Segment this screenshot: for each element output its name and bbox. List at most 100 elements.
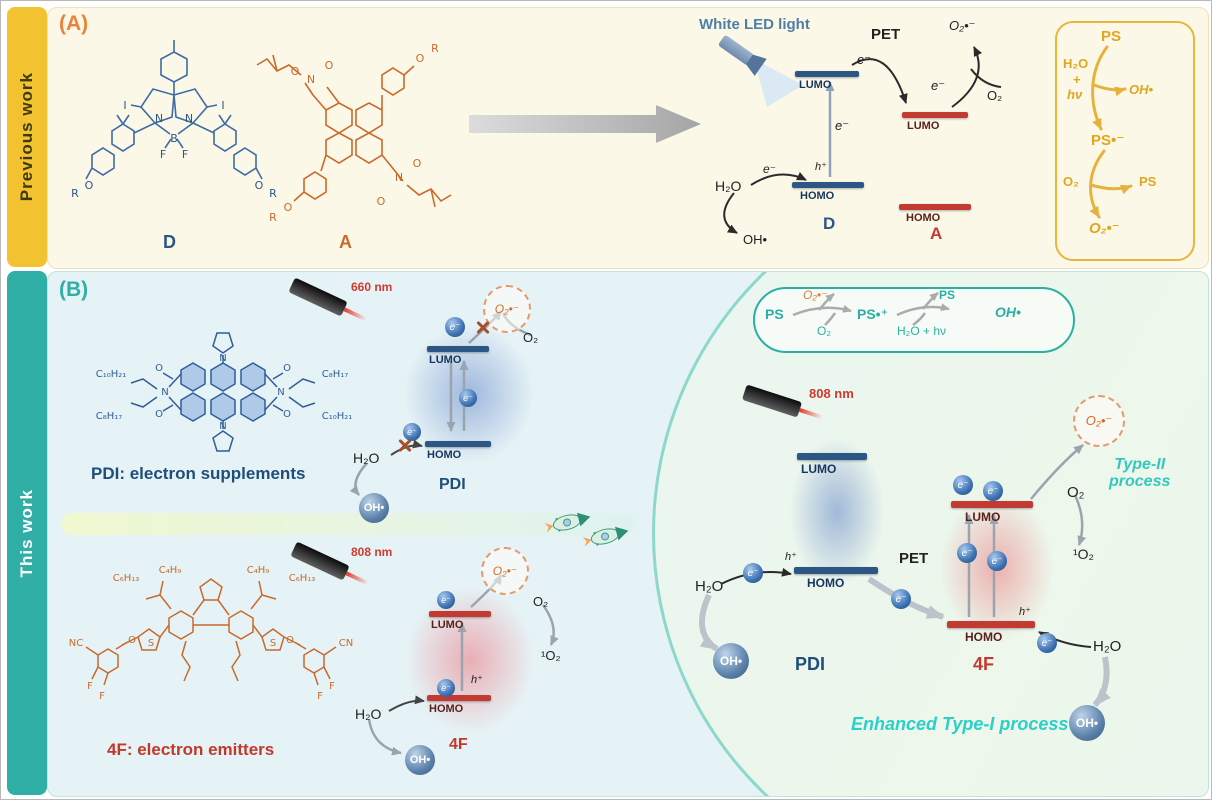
rocket-icon <box>582 526 629 547</box>
hydroxyl-sphere: OH• <box>359 493 389 523</box>
carbonyl-o2-label: O <box>325 59 334 72</box>
electron-label: e⁻ <box>441 682 451 693</box>
electron-label: e⁻ <box>407 426 417 437</box>
f-right-label: F <box>182 148 188 161</box>
molecule-d-structure: I I N N B F F R O O R <box>71 40 277 200</box>
4f-chain3: C₄H₉ <box>247 565 270 576</box>
blocked-cross-icon <box>397 437 413 453</box>
electron-ball: e⁻ <box>953 475 973 495</box>
rocket-icon <box>544 512 591 533</box>
4f-s-right: S <box>270 638 276 649</box>
4f-cn-label: CN <box>339 638 353 649</box>
electron-label: e⁻ <box>931 78 946 93</box>
oxygen-label: O₂ <box>523 330 539 345</box>
4f-chain4: C₆H₁₃ <box>289 573 316 584</box>
previous-work-strip: Previous work <box>7 7 47 267</box>
electron-label: e⁻ <box>991 555 1003 567</box>
4f-homo-bar <box>427 695 491 701</box>
this-work-strip: This work <box>7 271 47 795</box>
iodine-left-label: I <box>123 99 126 112</box>
pdi-lumo-label: LUMO <box>429 354 462 366</box>
electron-label: e⁻ <box>961 547 973 559</box>
carbonyl-o4-label: O <box>413 157 422 170</box>
4f-glow <box>405 585 535 735</box>
white-led-label: White LED light <box>699 16 810 33</box>
a-lumo-bar <box>902 112 968 118</box>
4f-f4: F <box>317 691 323 702</box>
rocket-trail-band <box>61 513 636 535</box>
pdi-o4: O <box>283 409 291 420</box>
molecule-d-label: D <box>163 232 176 252</box>
a-homo-bar <box>899 204 971 210</box>
electron-ball: e⁻ <box>437 591 455 609</box>
hole-label: h⁺ <box>1019 606 1031 618</box>
water-label: H₂O <box>353 450 380 466</box>
laser-660-label: 660 nm <box>351 280 393 294</box>
laser-808-label: 808 nm <box>351 545 393 559</box>
imide-n-bottom-label: N <box>395 171 403 184</box>
combined-pdi-homo-bar <box>794 567 878 574</box>
boron-label: B <box>170 132 178 145</box>
panel-a-tag: (A) <box>59 12 89 35</box>
water-label: H₂O <box>355 706 382 722</box>
previous-work-label: Previous work <box>17 72 36 202</box>
superoxide-label: O₂•⁻ <box>492 564 518 578</box>
superoxide-circle: O₂•⁻ <box>1073 395 1125 447</box>
combined-pdi-name: PDI <box>795 654 826 674</box>
4f-chain1: C₆H₁₃ <box>113 573 140 584</box>
4f-molecule-structure: C₆H₁₃ C₄H₉ C₄H₉ C₆H₁₃ S S NC CN O O F F … <box>69 565 353 702</box>
pdi-o3: O <box>283 363 291 374</box>
4f-nc-label: NC <box>69 638 83 649</box>
electron-ball: e⁻ <box>983 481 1003 501</box>
combined-pdi-homo-label: HOMO <box>807 576 845 590</box>
a-lumo-label: LUMO <box>907 120 940 132</box>
ether-o-top-label: O <box>416 52 425 65</box>
oval-o2: O₂ <box>817 324 831 338</box>
combined-pdi-glow <box>789 437 885 587</box>
d-homo-label: HOMO <box>800 190 835 202</box>
electron-ball: e⁻ <box>459 389 477 407</box>
electron-label: e⁻ <box>957 479 969 491</box>
combined-4f-homo-label: HOMO <box>965 630 1003 644</box>
cycle-h2o: H₂O <box>1063 56 1089 71</box>
hole-label: h⁺ <box>471 674 483 686</box>
4f-o-left: O <box>128 635 136 646</box>
electron-label: e⁻ <box>835 118 850 133</box>
oval-ps1: PS <box>765 306 784 322</box>
r-top-label: R <box>431 42 439 55</box>
pdi-chain-left-bottom: C₈H₁₇ <box>96 411 123 422</box>
blocked-cross-icon <box>475 319 491 335</box>
hydroxyl-label: OH• <box>409 754 431 766</box>
hole-label: h⁺ <box>815 161 827 173</box>
hole-label: h⁺ <box>785 551 797 563</box>
pdi-homo-bar <box>425 441 491 447</box>
type1-cycle-oval <box>753 287 1075 353</box>
o-left-label: O <box>85 179 94 192</box>
4f-chain2: C₄H₉ <box>159 565 182 576</box>
combined-4f-lumo-bar <box>951 501 1033 508</box>
d-homo-bar <box>792 182 864 188</box>
hydroxyl-sphere: OH• <box>1069 705 1105 741</box>
pdi-n-bottom: N <box>219 421 226 432</box>
enhanced-type1-label: Enhanced Type-I process <box>851 714 1069 734</box>
cycle-ps: PS <box>1139 174 1157 189</box>
laser-808-combined-label: 808 nm <box>809 386 854 401</box>
a-name: A <box>930 224 943 243</box>
electron-label: e⁻ <box>763 162 777 176</box>
f-left-label: F <box>160 148 166 161</box>
pdi-diagram-name: PDI <box>439 476 466 493</box>
superoxide-label: O₂•⁻ <box>1085 413 1113 428</box>
carbonyl-o1-label: O <box>291 65 300 78</box>
oval-ps2: PS <box>939 288 956 302</box>
hydroxyl-label: OH• <box>719 654 743 668</box>
4f-lumo-label: LUMO <box>431 619 464 631</box>
molecule-a-structure: N N O O O O O R O R <box>256 42 452 224</box>
d-name: D <box>823 214 836 233</box>
combined-pdi-lumo-label: LUMO <box>801 462 837 476</box>
cycle-superoxide: O₂•⁻ <box>1089 220 1120 237</box>
electron-ball: e⁻ <box>445 317 465 337</box>
pdi-n-right: N <box>277 387 284 398</box>
superoxide-label: O₂•⁻ <box>494 302 520 316</box>
oxygen-label: O₂ <box>987 88 1003 103</box>
